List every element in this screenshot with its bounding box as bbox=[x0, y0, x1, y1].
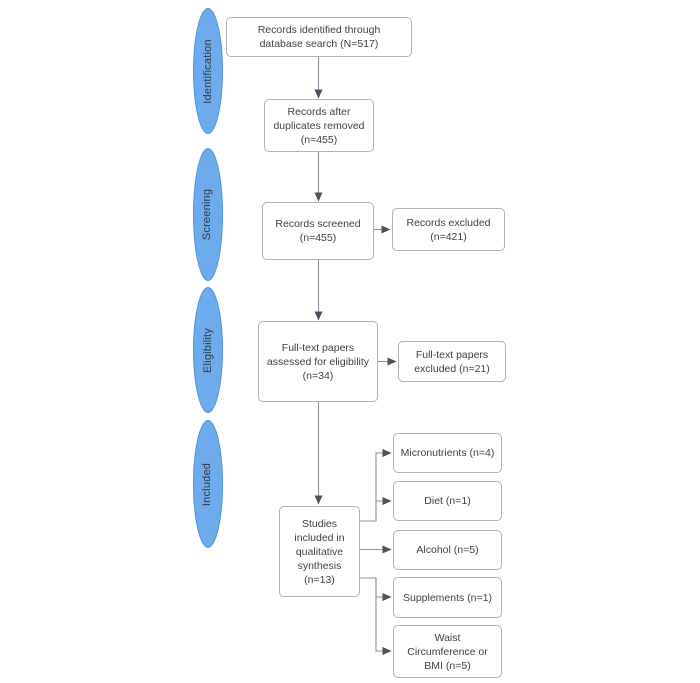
node-outcome-micronutrients: Micronutrients (n=4) bbox=[393, 433, 502, 473]
node-fulltext-assessed: Full-text papers assessed for eligibilit… bbox=[258, 321, 378, 402]
node-studies-included-text: Studies included in qualitative synthesi… bbox=[294, 517, 345, 586]
node-records-identified-text: Records identified through database sear… bbox=[257, 24, 381, 50]
node-outcome-supplements: Supplements (n=1) bbox=[393, 577, 502, 618]
node-outcome-diet-text: Diet (n=1) bbox=[424, 495, 471, 507]
node-outcome-supplements-text: Supplements (n=1) bbox=[402, 591, 492, 604]
node-outcome-waist: Waist Circumference or BMI (n=5) bbox=[393, 625, 502, 678]
node-outcome-micronutrients-text: Micronutrients (n=4) bbox=[400, 447, 495, 459]
node-fulltext-assessed-text: Full-text papers assessed for eligibilit… bbox=[266, 341, 370, 382]
stage-label-identification: Identification bbox=[201, 38, 214, 104]
node-records-excluded-text: Records excluded (n=421) bbox=[406, 216, 491, 243]
node-records-after-duplicates: Records after duplicates removed (n=455) bbox=[264, 99, 374, 152]
node-records-screened: Records screened (n=455) bbox=[262, 202, 374, 260]
node-outcome-alcohol-text: Alcohol (n=5) bbox=[416, 544, 479, 556]
node-records-screened-text: Records screened (n=455) bbox=[275, 218, 361, 244]
stage-label-eligibility: Eligibility bbox=[201, 327, 214, 373]
stage-ellipse-identification: Identification bbox=[193, 8, 223, 134]
edge-studies-to-waist bbox=[360, 577, 392, 655]
node-records-identified: Records identified through database sear… bbox=[226, 17, 412, 57]
node-outcome-waist-text: Waist Circumference or BMI (n=5) bbox=[407, 631, 488, 672]
edge-studies-to-micronutrients bbox=[360, 449, 392, 522]
edge-studies-to-diet bbox=[360, 497, 392, 522]
node-records-after-duplicates-text: Records after duplicates removed (n=455) bbox=[273, 105, 365, 146]
stage-ellipse-screening: Screening bbox=[193, 148, 223, 281]
stage-ellipse-included: Included bbox=[193, 420, 223, 548]
stage-label-screening: Screening bbox=[201, 188, 214, 241]
node-records-excluded: Records excluded (n=421) bbox=[392, 208, 505, 251]
node-fulltext-excluded-text: Full-text papers excluded (n=21) bbox=[414, 348, 490, 375]
edge-studies-to-supplements bbox=[360, 577, 392, 601]
node-outcome-diet: Diet (n=1) bbox=[393, 481, 502, 521]
stage-label-included: Included bbox=[201, 462, 214, 506]
node-fulltext-excluded: Full-text papers excluded (n=21) bbox=[398, 341, 506, 382]
node-outcome-alcohol: Alcohol (n=5) bbox=[393, 530, 502, 570]
stage-ellipse-eligibility: Eligibility bbox=[193, 287, 223, 413]
node-studies-included: Studies included in qualitative synthesi… bbox=[279, 506, 360, 597]
